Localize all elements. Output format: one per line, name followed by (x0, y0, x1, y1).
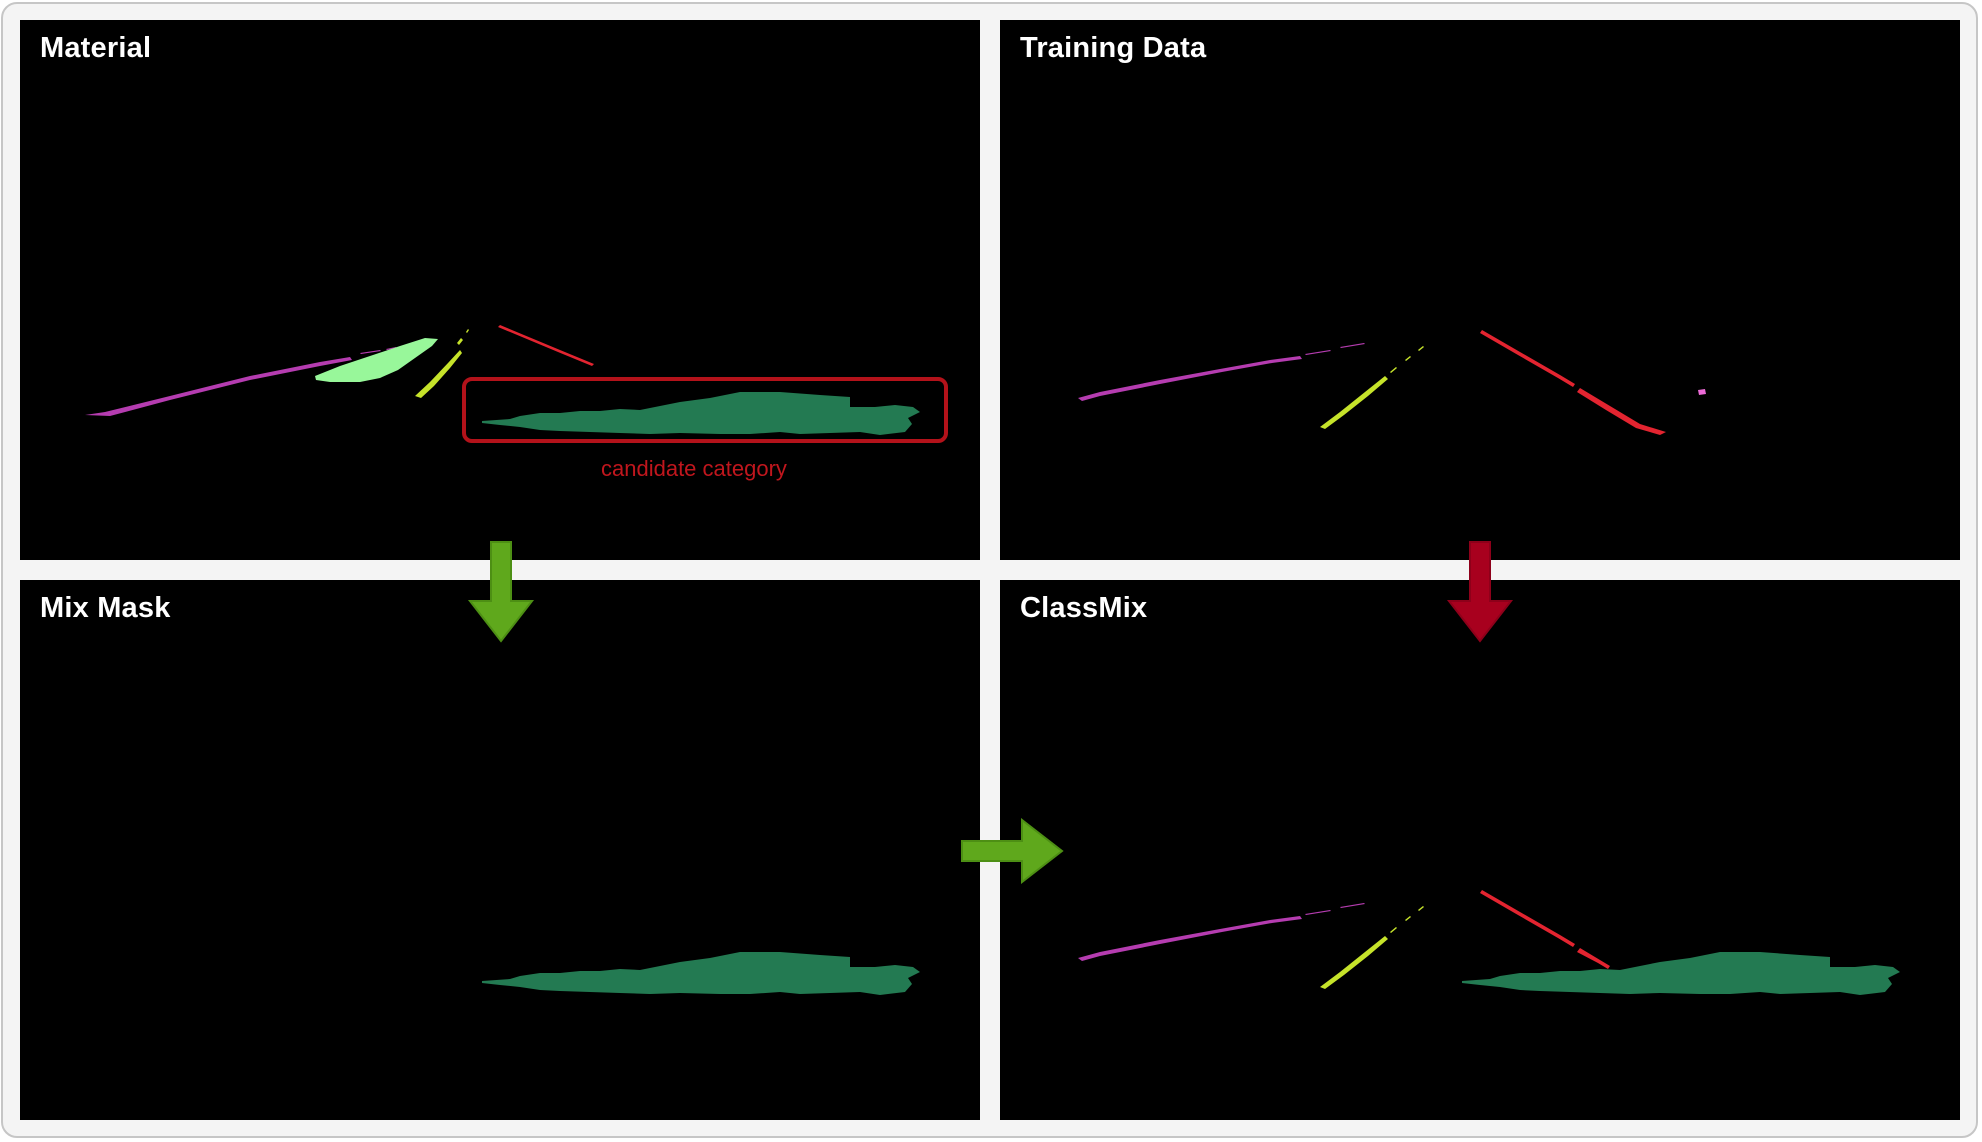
yellow-green-lane (415, 350, 462, 398)
green-right-arrow (961, 818, 1064, 884)
red-lane-segment (498, 325, 594, 366)
green-down-arrow (467, 541, 535, 643)
material-scene (85, 325, 948, 443)
panel-title-material: Material (40, 32, 152, 64)
yellow-green-lane-dashes (1390, 346, 1424, 373)
yellow-green-lane-dashes (1390, 906, 1424, 933)
red-down-arrow (1446, 541, 1514, 643)
panel-title-training: Training Data (1020, 32, 1207, 64)
magenta-lane-segment (1078, 356, 1302, 401)
candidate-region (1462, 952, 1900, 995)
red-lane-segment (1480, 330, 1575, 387)
classmix-scene (1078, 890, 1900, 995)
classmix-panel: ClassMix (1000, 580, 1960, 1120)
magenta-lane-dashes (1305, 903, 1365, 915)
yellow-green-lane (1320, 936, 1388, 989)
panel-title-mixmask: Mix Mask (40, 592, 171, 624)
magenta-lane-segment (1078, 916, 1302, 961)
red-lane-segment (1480, 890, 1575, 947)
pink-fragment (1698, 389, 1706, 395)
candidate-region (482, 952, 920, 995)
candidate-category-label: candidate category (601, 456, 787, 481)
training-data-panel: Training Data (1000, 20, 1960, 560)
mixmask-scene (482, 952, 920, 995)
candidate-box (462, 377, 948, 443)
panel-title-classmix: ClassMix (1020, 592, 1148, 624)
training-scene (1078, 330, 1706, 435)
red-lane-segment-lower (1577, 948, 1610, 969)
mix-mask-panel: Mix Mask (20, 580, 980, 1120)
magenta-lane-segment (85, 357, 352, 416)
material-panel: Material candidate category (20, 20, 980, 560)
light-green-lane-region (315, 338, 438, 382)
red-lane-segment-lower (1577, 388, 1666, 435)
magenta-lane-dashes (360, 347, 397, 354)
magenta-lane-dashes (1305, 343, 1365, 355)
candidate-region (482, 392, 920, 435)
yellow-green-lane (1320, 376, 1388, 429)
yellow-green-lane-tip (457, 329, 469, 345)
